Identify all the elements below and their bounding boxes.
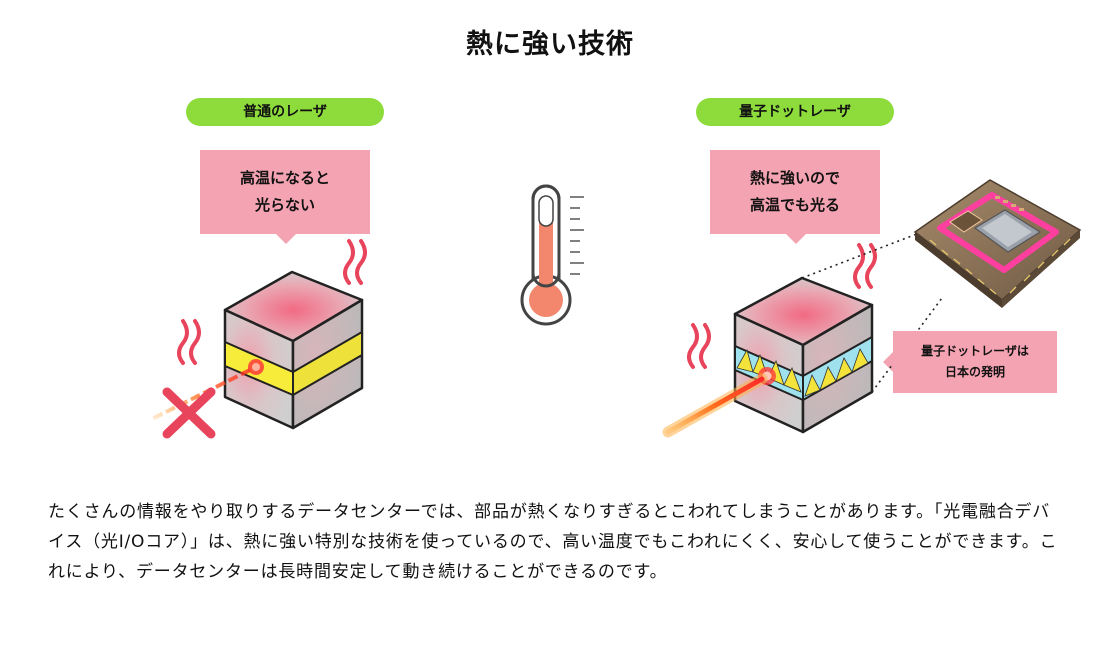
note-bubble-tail — [883, 352, 893, 372]
right-bubble-tail — [785, 233, 807, 244]
weak-laser-beam — [149, 368, 251, 422]
left-bubble-line-1: 高温になると — [239, 169, 330, 187]
left-speech-bubble: 高温になると 光らない — [200, 150, 370, 234]
heat-wave-icon — [687, 243, 877, 369]
quantum-dot-laser-label: 量子ドットレーザ — [696, 98, 894, 126]
right-speech-bubble: 熱に強いので 高温でも光る — [710, 150, 880, 234]
right-bubble-line-2: 高温でも光る — [749, 196, 840, 214]
heat-wave-icon — [177, 239, 367, 365]
laser-beam-icon — [662, 373, 768, 438]
left-bubble-line-2: 光らない — [254, 196, 315, 214]
chip-image — [913, 179, 1082, 308]
quantum-dot-laser-cube — [733, 276, 874, 434]
left-bubble-tail — [275, 233, 297, 244]
cross-icon — [162, 387, 216, 439]
note-line-2: 日本の発明 — [944, 365, 1005, 379]
thermometer-icon — [520, 184, 584, 326]
callout-lines — [801, 231, 943, 393]
note-line-1: 量子ドットレーザは — [921, 344, 1029, 358]
invention-note-bubble: 量子ドットレーザは 日本の発明 — [893, 331, 1057, 393]
page-title: 熱に強い技術 — [466, 29, 634, 60]
explanation-text: たくさんの情報をやり取りするデータセンターでは、部品が熱くなりすぎるとこわれてし… — [48, 502, 1058, 582]
normal-laser-cube — [223, 270, 364, 430]
normal-laser-label: 普通のレーザ — [186, 98, 384, 126]
right-bubble-line-1: 熱に強いので — [749, 169, 840, 187]
